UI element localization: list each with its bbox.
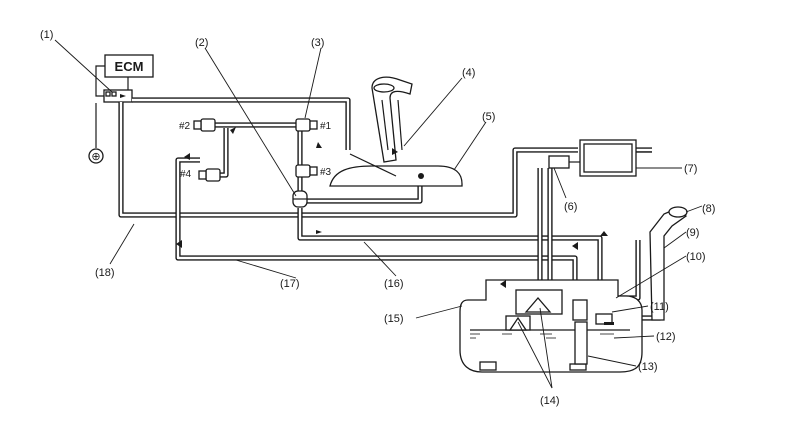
- callout-16: (16): [384, 278, 404, 290]
- callout-13: (13): [638, 361, 658, 373]
- intake-duct: [371, 76, 413, 163]
- rollover-valves: [505, 289, 563, 331]
- callout-10: (10): [686, 251, 706, 263]
- throttle-body: [329, 153, 463, 187]
- callout-17: (17): [280, 278, 300, 290]
- canister: [579, 139, 652, 177]
- port-4-label: #4: [180, 169, 192, 180]
- junction-2: [292, 190, 308, 208]
- callout-5: (5): [482, 111, 495, 123]
- callout-2: (2): [195, 37, 208, 49]
- port-2-label: #2: [179, 121, 191, 132]
- callout-12: (12): [656, 331, 676, 343]
- power-symbol: ⊕: [91, 151, 100, 163]
- intake-elbow: [371, 76, 413, 163]
- callout-18: (18): [95, 267, 115, 279]
- fuel-pump: [572, 299, 614, 365]
- ecm-unit: ECM: [95, 54, 154, 97]
- solenoid-tab-1: [105, 91, 111, 97]
- solenoid-tab-2: [111, 91, 117, 97]
- port-1-label: #1: [320, 121, 332, 132]
- callout-9: (9): [686, 227, 699, 239]
- purge-solenoid: ⊕: [88, 89, 133, 164]
- port-2: #2: [179, 118, 216, 132]
- port-4: #4: [180, 168, 221, 182]
- callout-11: (11): [650, 301, 669, 313]
- vacuum-ports: #1 #2 #3 #4: [179, 118, 332, 182]
- solenoid-arrow: [120, 94, 126, 98]
- callout-7: (7): [684, 163, 697, 175]
- throttle-port: [418, 173, 424, 179]
- callout-14: (14): [540, 395, 560, 407]
- fuel-tank: [459, 279, 643, 373]
- ecm-label: ECM: [115, 59, 144, 74]
- callout-1: (1): [40, 29, 53, 41]
- port-3-label: #3: [320, 167, 332, 178]
- callout-8: (8): [702, 203, 715, 215]
- tank-body: [459, 279, 643, 373]
- solenoid-body: [103, 89, 133, 103]
- callout-labels: (1) (2) (3) (4) (5) (6) (7) (8) (9) (10)…: [40, 29, 715, 407]
- port-1: #1: [295, 118, 332, 132]
- callout-3: (3): [311, 37, 324, 49]
- callout-leaders: [54, 39, 703, 389]
- port-3: #3: [295, 164, 332, 178]
- callout-6: (6): [564, 201, 577, 213]
- callout-15: (15): [384, 313, 404, 325]
- flow-arrows: [176, 127, 608, 288]
- power-terminal-icon: [88, 148, 104, 164]
- valve-6: [548, 155, 580, 169]
- callout-4: (4): [462, 67, 475, 79]
- ecm-wire: [95, 65, 106, 97]
